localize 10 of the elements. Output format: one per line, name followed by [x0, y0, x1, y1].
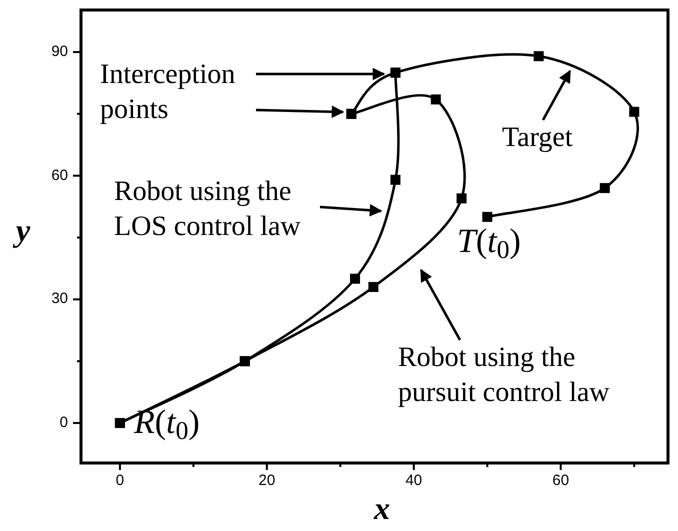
x-tick-label: 60 [551, 472, 570, 490]
y-tick-label: 60 [50, 166, 68, 185]
y-tick-label: 90 [50, 43, 68, 62]
x-tick-label: 0 [114, 472, 126, 490]
x-tick-label: 40 [404, 472, 424, 490]
y-tick-label: 0 [58, 414, 68, 432]
y-tick-label: 30 [50, 290, 68, 308]
x-tick-label: 20 [258, 472, 276, 490]
point-label: T(t$_{0}$) [457, 222, 521, 262]
x-axis-title: x [374, 490, 390, 526]
